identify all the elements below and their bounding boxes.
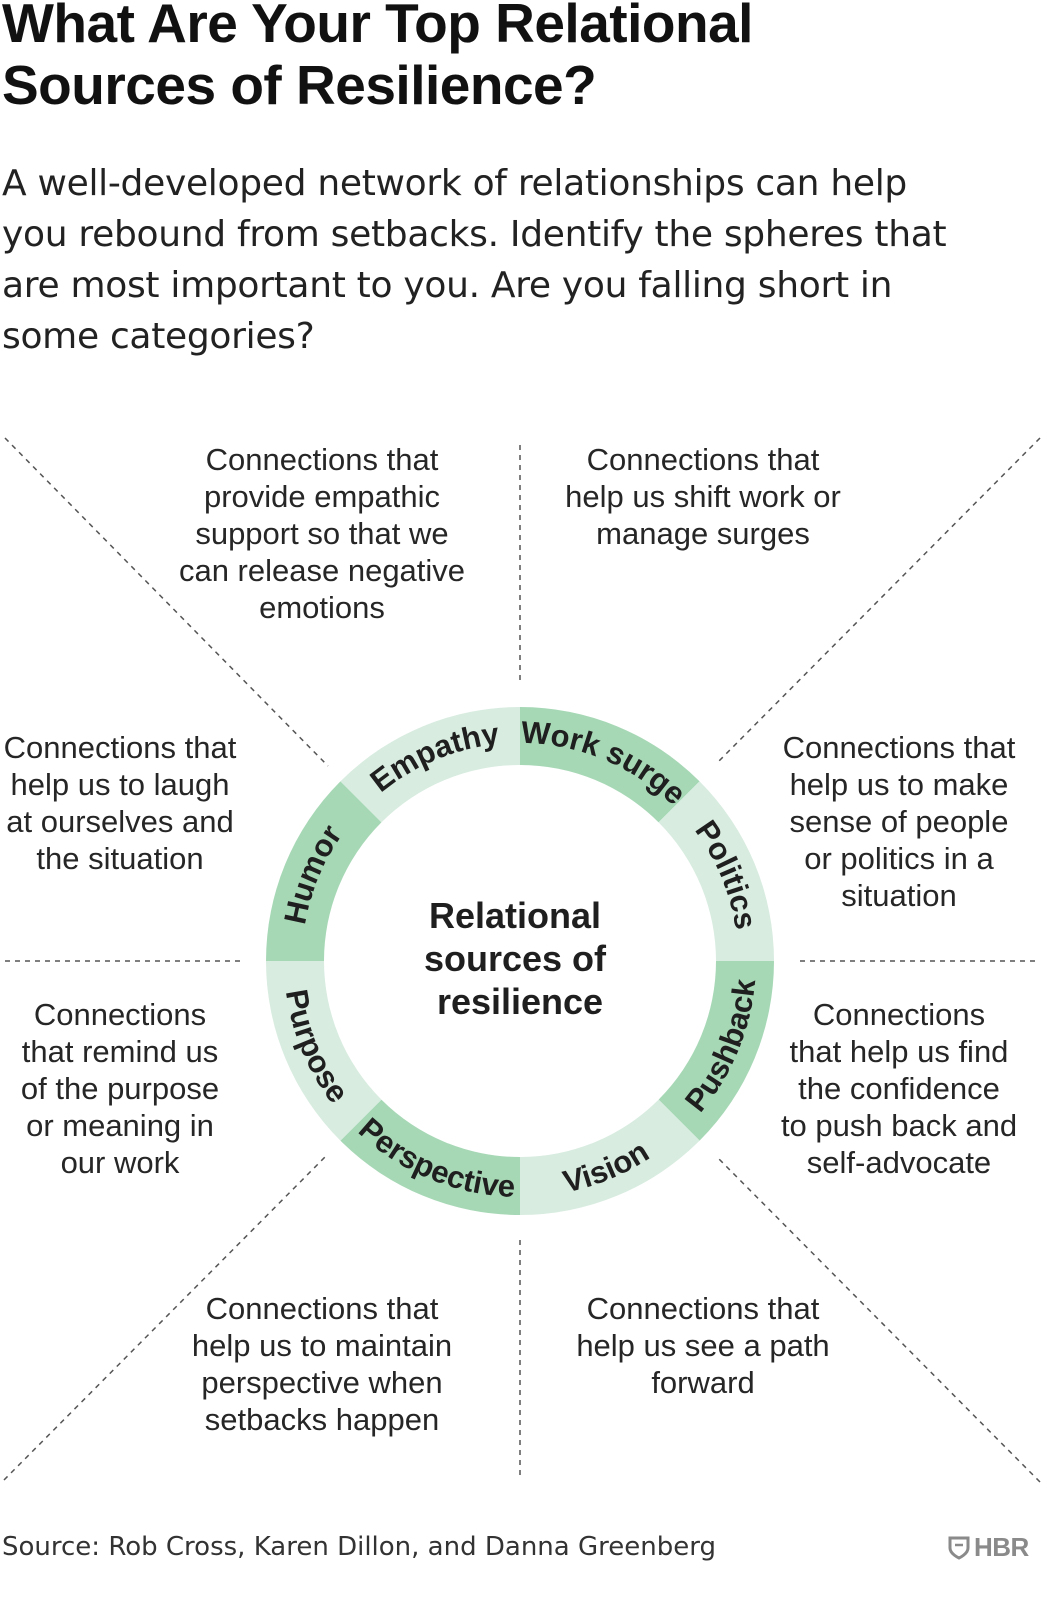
description-pushback: Connections that help us find the confid… [780, 997, 1018, 1180]
divider-lines [3, 437, 1041, 1483]
description-humor: Connections that help us to laugh at our… [3, 730, 237, 876]
page-subtitle: A well-developed network of relationship… [2, 158, 1032, 362]
ring-segment-work-surge [520, 707, 700, 823]
center-label: Relational sources of resilience [424, 895, 616, 1022]
source-credit: Source: Rob Cross, Karen Dillon, and Dan… [2, 1532, 716, 1562]
description-perspective: Connections that help us to maintain per… [191, 1291, 453, 1437]
ring-segment-humor [266, 781, 382, 961]
subtitle-line: are most important to you. Are you falli… [2, 265, 893, 306]
description-empathy: Connections that provide empathic suppor… [178, 442, 466, 625]
center-label-line: resilience [437, 981, 603, 1022]
hbr-logo: HBR [948, 1532, 1029, 1563]
description-work-surge: Connections that help us shift work or m… [565, 442, 841, 551]
logo-text: HBR [974, 1532, 1029, 1562]
ring-segment-vision [520, 1099, 700, 1215]
ring-segments [266, 707, 774, 1215]
description-politics: Connections that help us to make sense o… [782, 730, 1016, 913]
divider-line [4, 437, 329, 767]
center-label-line: sources of [424, 938, 607, 979]
description-vision: Connections that help us see a path forw… [576, 1291, 830, 1400]
ring-segment-empathy [340, 707, 520, 823]
divider-line [3, 1155, 327, 1481]
ring-segment-politics [658, 781, 774, 961]
subtitle-line: A well-developed network of relationship… [2, 163, 907, 204]
divider-line [715, 437, 1041, 765]
subtitle-line: some categories? [2, 316, 315, 357]
ring-segment-purpose [266, 961, 382, 1141]
title-line: What Are Your Top Relational [2, 0, 753, 54]
center-label-line: Relational [429, 895, 601, 936]
ring-segment-perspective [340, 1099, 520, 1215]
page-title: What Are Your Top Relational Sources of … [2, 0, 1042, 116]
ring-segment-pushback [658, 961, 774, 1141]
divider-line [715, 1155, 1041, 1483]
shield-icon [948, 1536, 970, 1560]
title-line: Sources of Resilience? [2, 54, 597, 116]
subtitle-line: you rebound from setbacks. Identify the … [2, 214, 947, 255]
description-purpose: Connections that remind us of the purpos… [20, 997, 220, 1180]
